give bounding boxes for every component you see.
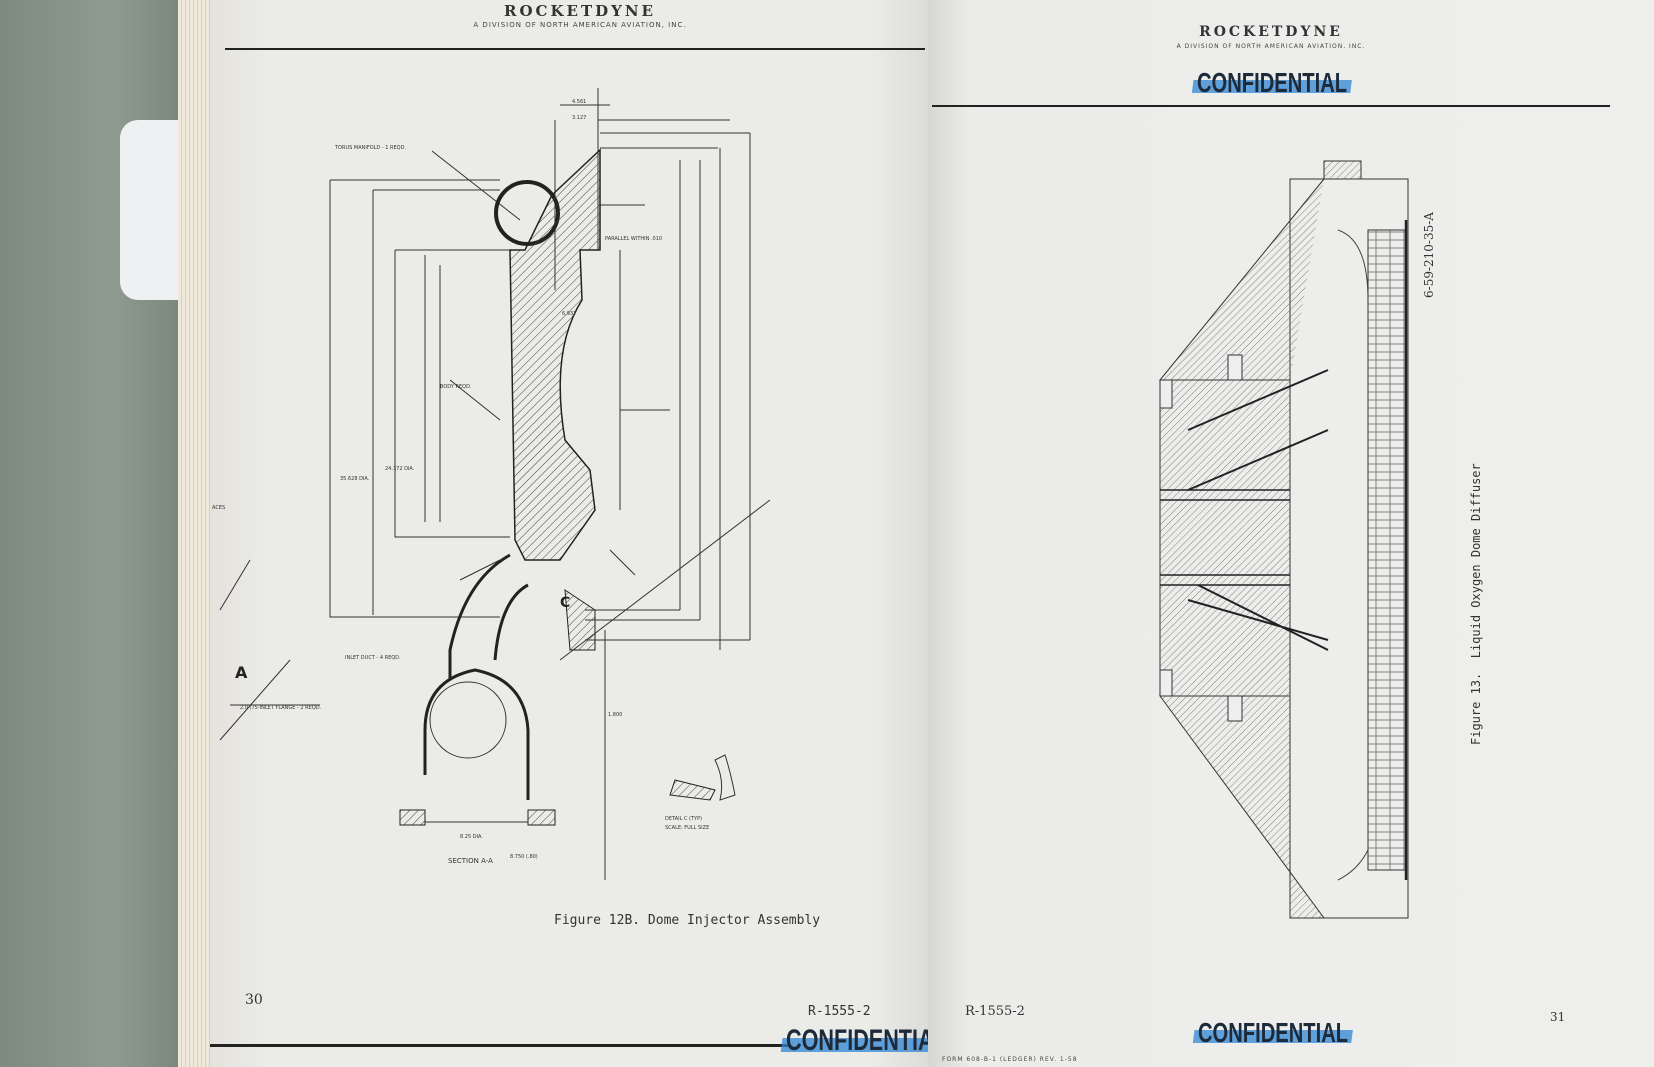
report-number: R-1555-2 xyxy=(808,1004,871,1019)
label-section: SECTION A-A xyxy=(448,857,493,865)
header-rule xyxy=(225,48,925,50)
right-page: ROCKETDYNE A DIVISION OF NORTH AMERICAN … xyxy=(928,0,1654,1067)
page-number: 31 xyxy=(1550,1010,1566,1024)
label-inlet-flange: 2.0 (75-INLET FLANGE - 2 REQD. xyxy=(240,705,322,711)
label-partial: ACES xyxy=(212,505,225,511)
left-page: ROCKETDYNE A DIVISION OF NORTH AMERICAN … xyxy=(210,0,952,1067)
figure-caption: Figure 12B. Dome Injector Assembly xyxy=(554,913,821,928)
label-parallel: PARALLEL WITHIN .010 xyxy=(605,236,662,242)
brand-division: A DIVISION OF NORTH AMERICAN AVIATION, I… xyxy=(1176,43,1366,50)
label-inlet-duct: INLET DUCT - 4 REQD. xyxy=(345,655,401,661)
lox-dome-diffuser-drawing xyxy=(1158,160,1409,919)
dome-injector-drawing: C A TORUS MANIFOLD - 1 REQD. BODY REQD. … xyxy=(212,88,771,880)
label-body: BODY REQD. xyxy=(440,384,472,390)
label-detail: DETAIL C (TYP) xyxy=(665,816,702,822)
drawing-number: 6-59-210-35-A xyxy=(1422,212,1436,298)
report-number: R-1555-2 xyxy=(965,1004,1025,1019)
dim-24372: 24.372 DIA. xyxy=(385,466,415,472)
confidential-stamp: CONFIDENTIAL xyxy=(780,1024,952,1058)
binder-tab xyxy=(120,120,180,300)
dim-4561: 4.561 xyxy=(572,99,586,105)
brand-logo: ROCKETDYNE xyxy=(504,2,656,20)
label-torus: TORUS MANIFOLD - 1 REQD. xyxy=(334,145,406,151)
footer-rule xyxy=(210,1044,790,1047)
section-marker: A xyxy=(235,663,248,682)
confidential-stamp-bottom: CONFIDENTIAL xyxy=(1192,1017,1354,1049)
confidential-stamp-top: CONFIDENTIAL xyxy=(1191,67,1353,99)
dim-1800: 1.800 xyxy=(608,712,622,718)
form-footer: FORM 608-B-1 (LEDGER) REV. 1-58 xyxy=(942,1056,1078,1063)
svg-text:C: C xyxy=(560,595,570,611)
binder-cover xyxy=(0,0,185,1067)
figure-caption: Figure 13. Liquid Oxygen Dome Diffuser xyxy=(1469,463,1483,745)
dim-3127: 3.127 xyxy=(572,115,586,121)
dim-6937: 6.937 xyxy=(562,311,576,317)
label-scale: SCALE: FULL SIZE xyxy=(665,825,709,831)
dim-35628: 35.628 DIA. xyxy=(340,476,370,482)
header-rule xyxy=(932,105,1610,107)
brand-division: A DIVISION OF NORTH AMERICAN AVIATION, I… xyxy=(473,21,687,29)
brand-logo: ROCKETDYNE xyxy=(1199,24,1343,40)
dim-825: 8.25 DIA. xyxy=(460,834,483,840)
dim-8750: 8.750 (.80) xyxy=(510,854,538,860)
page-number: 30 xyxy=(245,992,263,1008)
